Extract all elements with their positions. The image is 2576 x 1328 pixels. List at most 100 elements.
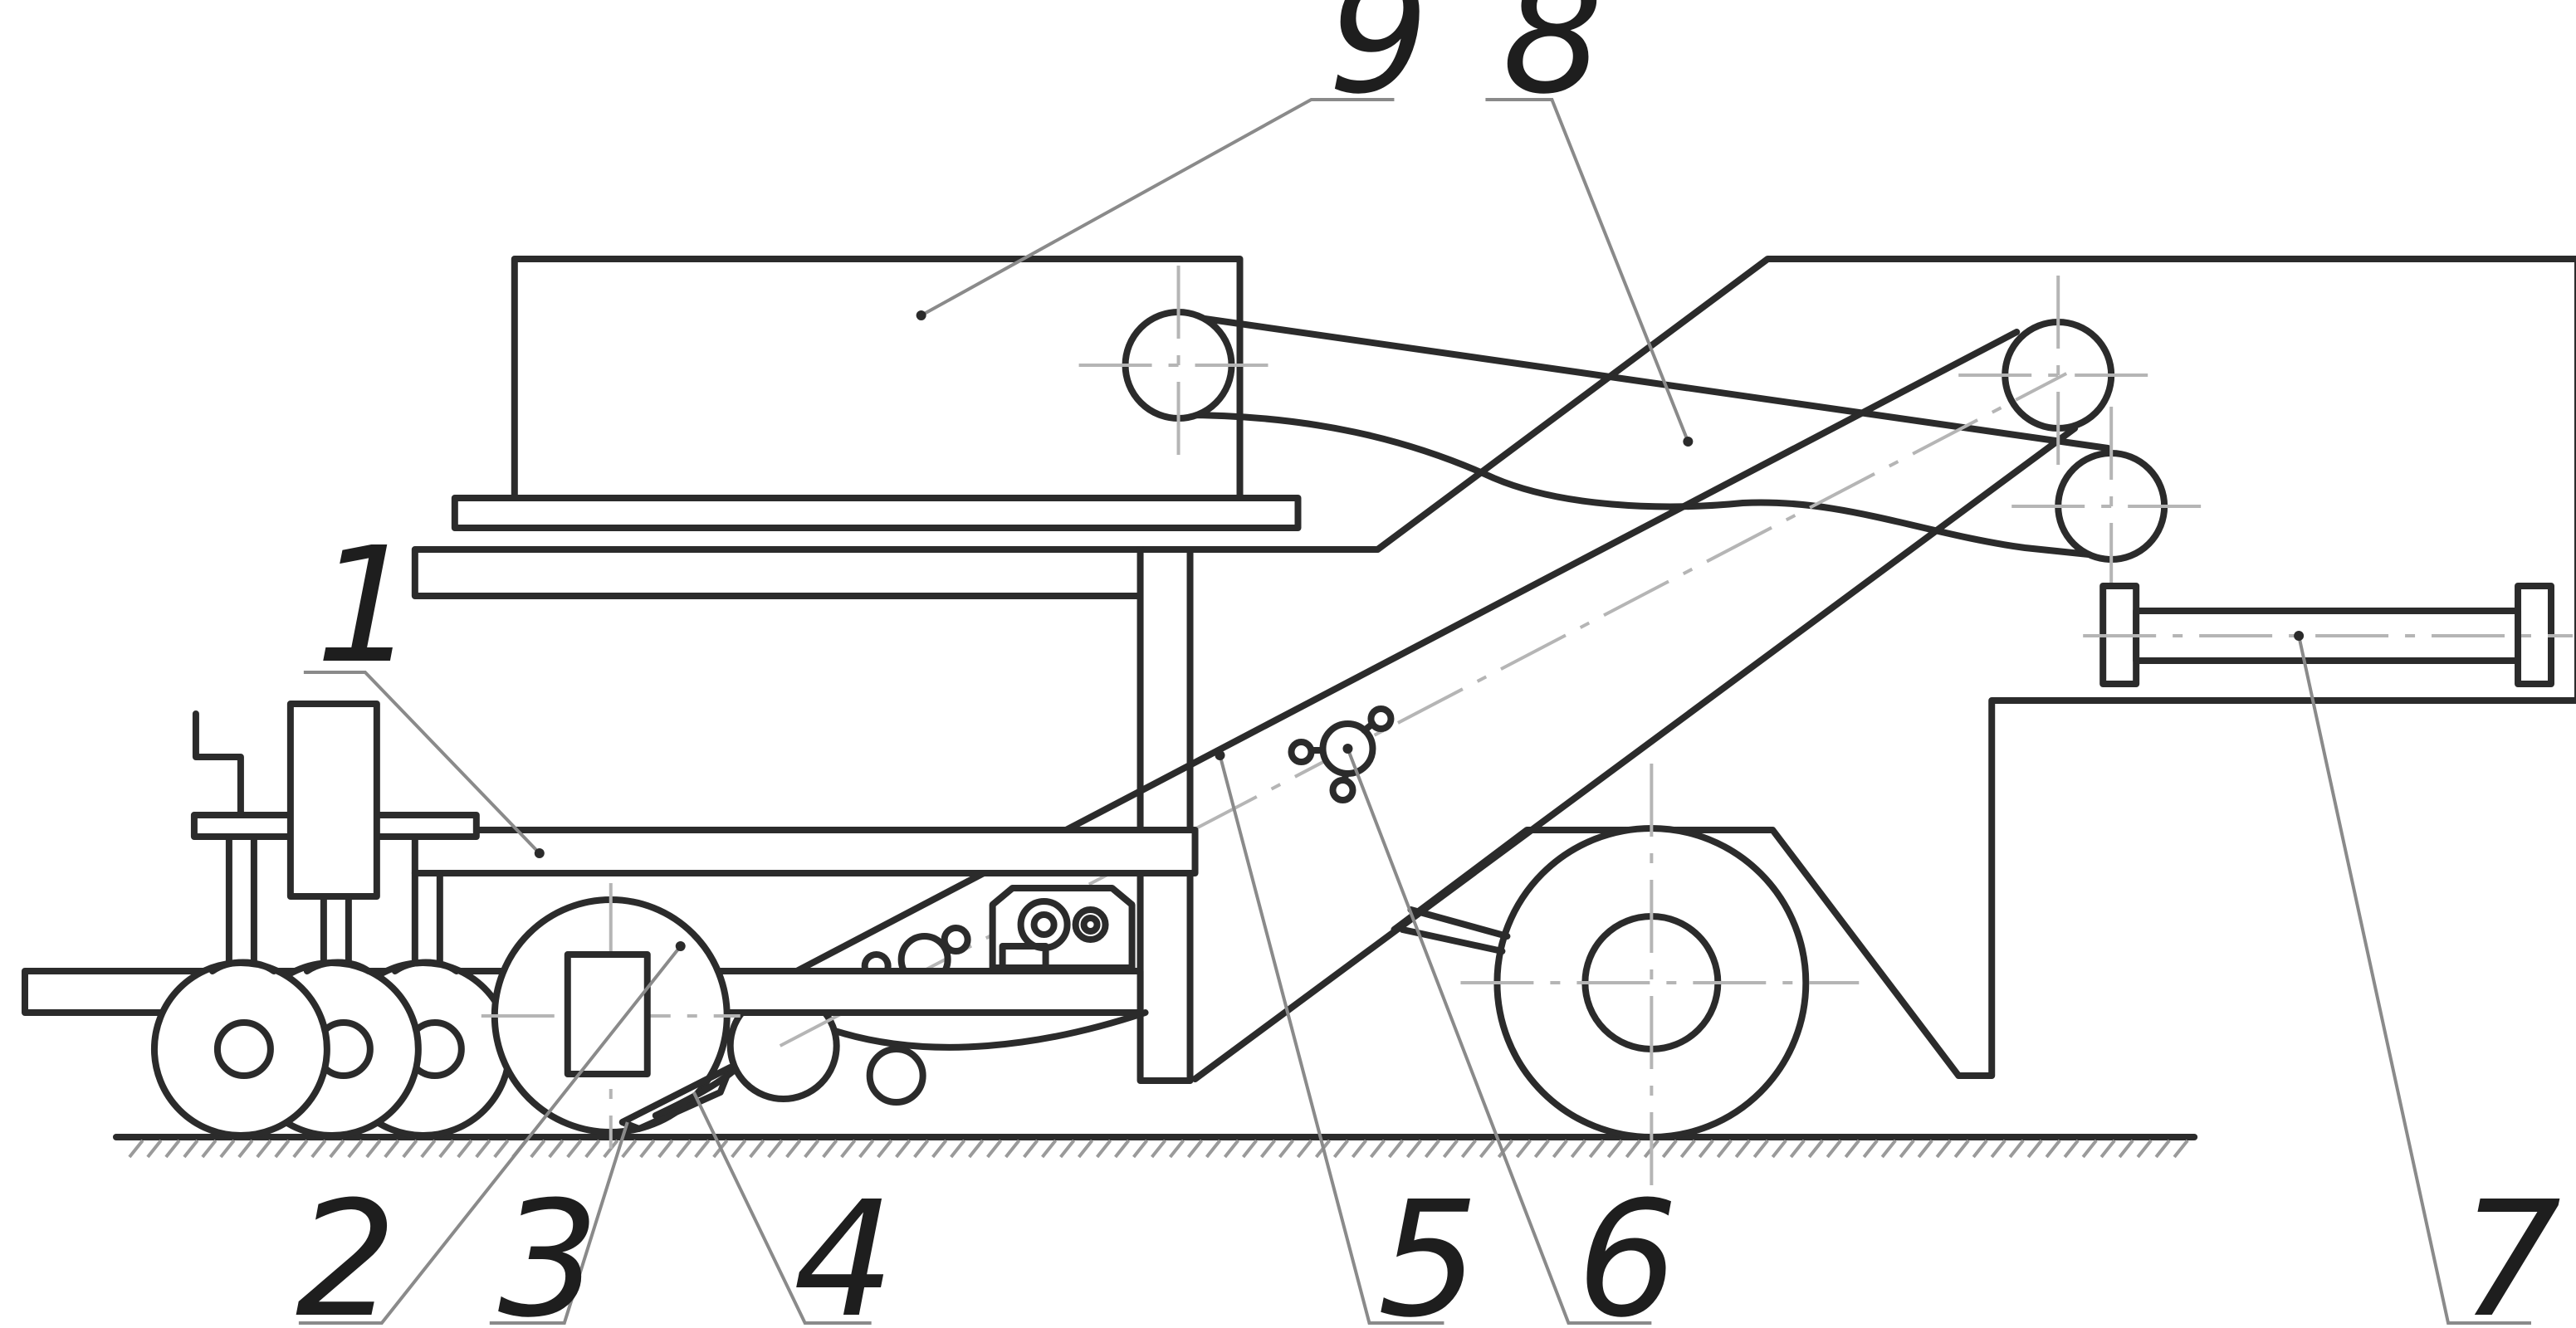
hatch-stroke — [1497, 1139, 1513, 1159]
hitch-handle — [192, 710, 244, 818]
agitator-assembly — [1288, 706, 1395, 803]
hatch-stroke — [1716, 1139, 1733, 1159]
ground-hatching — [128, 1139, 2189, 1159]
hatch-stroke — [219, 1139, 236, 1159]
hatch-stroke — [731, 1139, 747, 1159]
hatch-stroke — [1205, 1139, 1222, 1159]
hopper-support-plate — [451, 495, 1302, 531]
hatch-stroke — [1041, 1139, 1058, 1159]
hatch-stroke — [310, 1139, 327, 1159]
hatch-stroke — [1734, 1139, 1751, 1159]
hatch-stroke — [1241, 1139, 1259, 1159]
hatch-stroke — [1150, 1139, 1167, 1159]
hatch-stroke — [1990, 1139, 2007, 1159]
hatch-stroke — [420, 1139, 437, 1159]
hatch-stroke — [1972, 1139, 1988, 1159]
hatch-stroke — [1387, 1139, 1405, 1159]
hatch-stroke — [183, 1139, 199, 1159]
hatch-stroke — [950, 1139, 966, 1159]
hatch-stroke — [822, 1139, 838, 1159]
hatch-stroke — [2026, 1139, 2043, 1159]
hatch-stroke — [2154, 1139, 2171, 1159]
hatch-stroke — [201, 1139, 218, 1159]
hatch-stroke — [329, 1139, 345, 1159]
hatch-stroke — [274, 1139, 291, 1159]
hatch-stroke — [128, 1139, 144, 1159]
hatch-stroke — [1296, 1139, 1313, 1159]
hatch-stroke — [2173, 1139, 2189, 1159]
hatch-stroke — [767, 1139, 784, 1159]
hatch-stroke — [2099, 1139, 2116, 1159]
hatch-stroke — [749, 1139, 765, 1159]
hatch-stroke — [493, 1139, 510, 1159]
hatch-stroke — [1515, 1139, 1532, 1159]
hatch-stroke — [1552, 1139, 1568, 1159]
callout-1: 1 — [315, 514, 417, 699]
hatch-stroke — [1479, 1139, 1495, 1159]
hatch-stroke — [676, 1139, 692, 1159]
hatch-stroke — [1570, 1139, 1586, 1159]
hatch-stroke — [1460, 1139, 1477, 1159]
hatch-stroke — [1186, 1139, 1204, 1159]
hatch-stroke — [402, 1139, 418, 1159]
leader-lines — [298, 98, 2532, 1325]
callout-7: 7 — [2460, 1168, 2561, 1328]
hatch-stroke — [237, 1139, 254, 1159]
hatch-stroke — [1844, 1139, 1860, 1159]
hatch-stroke — [1223, 1139, 1240, 1159]
hatch-stroke — [1004, 1139, 1021, 1159]
callout-6: 6 — [1576, 1168, 1678, 1328]
hatch-stroke — [1935, 1139, 1952, 1159]
hatch-stroke — [1533, 1139, 1550, 1159]
share-blade — [618, 1064, 734, 1132]
vertical-column — [1136, 546, 1194, 1084]
hatch-stroke — [1698, 1139, 1714, 1159]
hatch-stroke — [1953, 1139, 1970, 1159]
hatch-stroke — [1752, 1139, 1769, 1159]
callout-4: 4 — [794, 1168, 895, 1328]
hatch-stroke — [1880, 1139, 1897, 1159]
hatch-stroke — [1332, 1139, 1350, 1159]
hatch-stroke — [2136, 1139, 2153, 1159]
hatch-stroke — [968, 1139, 985, 1159]
wheel-1 — [150, 959, 330, 1139]
hatch-stroke — [1369, 1139, 1386, 1159]
inclined-conveyor — [726, 276, 2158, 1106]
hatch-stroke — [1625, 1139, 1641, 1159]
hatch-stroke — [292, 1139, 309, 1159]
hatch-stroke — [1679, 1139, 1696, 1159]
hatch-stroke — [1114, 1139, 1131, 1159]
hatch-stroke — [1661, 1139, 1678, 1159]
hatch-stroke — [164, 1139, 181, 1159]
hatch-stroke — [1826, 1139, 1842, 1159]
hatch-stroke — [530, 1139, 546, 1159]
hatch-stroke — [1168, 1139, 1185, 1159]
hatch-stroke — [475, 1139, 491, 1159]
hatch-stroke — [1059, 1139, 1076, 1159]
hatch-stroke — [2118, 1139, 2134, 1159]
upper-platform — [411, 546, 1149, 599]
hatch-stroke — [438, 1139, 455, 1159]
hatch-stroke — [858, 1139, 875, 1159]
hatch-stroke — [584, 1139, 601, 1159]
hitch-mount-block — [286, 701, 380, 900]
hatch-stroke — [657, 1139, 674, 1159]
hatch-stroke — [1405, 1139, 1423, 1159]
hatch-stroke — [1899, 1139, 1915, 1159]
hatch-stroke — [256, 1139, 272, 1159]
hatch-stroke — [1789, 1139, 1806, 1159]
hatch-stroke — [1351, 1139, 1368, 1159]
hatch-stroke — [1278, 1139, 1295, 1159]
ground — [112, 1134, 2198, 1159]
hatch-stroke — [840, 1139, 857, 1159]
callout-5: 5 — [1377, 1168, 1479, 1328]
hatch-stroke — [804, 1139, 820, 1159]
sorting-roller — [2083, 583, 2574, 687]
hatch-stroke — [1807, 1139, 1824, 1159]
hatch-stroke — [347, 1139, 364, 1159]
drum-bearing-housing — [564, 951, 651, 1077]
hatch-stroke — [2008, 1139, 2025, 1159]
hatch-stroke — [1259, 1139, 1277, 1159]
hatch-stroke — [895, 1139, 912, 1159]
